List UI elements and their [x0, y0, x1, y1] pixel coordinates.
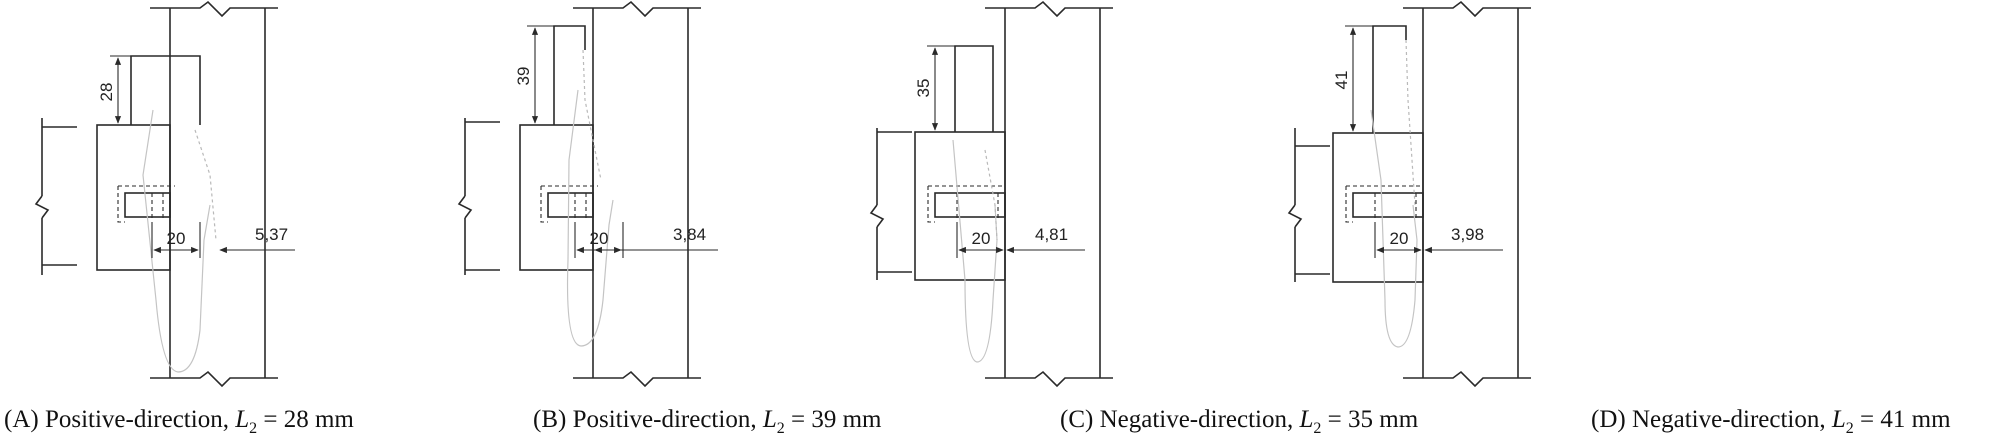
width-value-label: 20 — [972, 229, 991, 248]
width-value-label: 20 — [590, 229, 609, 248]
offset-dimension: 3,84 — [594, 225, 718, 254]
end-plate — [519, 124, 594, 271]
caption-a: (A) Positive-direction, L2 = 28 mm — [4, 406, 354, 434]
panel-b: 39 20 3,84 — [457, 0, 718, 388]
bolt-slot — [540, 185, 598, 223]
panel-d: 41 20 3,98 — [1287, 0, 1531, 388]
gap-value-label: 41 — [1332, 71, 1351, 90]
width-dimension: 20 — [956, 222, 1006, 258]
gap-dimension: 35 — [914, 45, 955, 131]
bracket-plate — [1372, 25, 1407, 133]
beam-section — [34, 118, 77, 275]
width-dimension: 20 — [151, 222, 201, 258]
gap-value-label: 35 — [914, 79, 933, 98]
gap-dimension: 39 — [514, 25, 554, 124]
width-value-label: 20 — [167, 229, 186, 248]
offset-value-label: 5,37 — [255, 225, 288, 244]
deformed-plate-outline — [1370, 39, 1418, 348]
deformed-plate-outline — [952, 139, 998, 363]
bolt-slot — [1345, 185, 1424, 223]
beam-section — [1287, 128, 1330, 282]
bracket-plate — [130, 55, 201, 125]
bracket-plate — [954, 45, 994, 132]
offset-value-label: 3,84 — [673, 225, 706, 244]
beam-section — [457, 118, 500, 275]
offset-dimension: 5,37 — [219, 225, 295, 254]
offset-value-label: 3,98 — [1451, 225, 1484, 244]
column-section — [1403, 0, 1531, 388]
beam-section — [869, 128, 912, 280]
width-value-label: 20 — [1390, 229, 1409, 248]
width-dimension: 20 — [1374, 222, 1424, 258]
width-dimension: 20 — [574, 222, 624, 258]
deformed-plate-outline — [142, 109, 217, 373]
gap-dimension: 41 — [1332, 25, 1373, 132]
panel-a: 28 20 5,37 — [34, 0, 295, 388]
gap-value-label: 39 — [514, 67, 533, 86]
caption-c: (C) Negative-direction, L2 = 35 mm — [1060, 406, 1419, 434]
caption-d: (D) Negative-direction, L2 = 41 mm — [1591, 406, 1951, 434]
offset-value-label: 4,81 — [1035, 225, 1068, 244]
gap-dimension: 28 — [97, 55, 131, 124]
caption-b: (B) Positive-direction, L2 = 39 mm — [533, 406, 882, 434]
bolt-slot — [927, 185, 1006, 223]
column-section — [150, 0, 278, 388]
panel-c: 35 20 4,81 — [869, 0, 1113, 388]
offset-dimension: 4,81 — [1006, 225, 1085, 254]
offset-dimension: 3,98 — [1424, 225, 1503, 254]
end-plate — [96, 124, 171, 271]
gap-value-label: 28 — [97, 83, 116, 102]
end-plate — [914, 131, 1006, 281]
deformed-plate-outline — [566, 49, 614, 347]
bracket-plate — [553, 25, 586, 125]
